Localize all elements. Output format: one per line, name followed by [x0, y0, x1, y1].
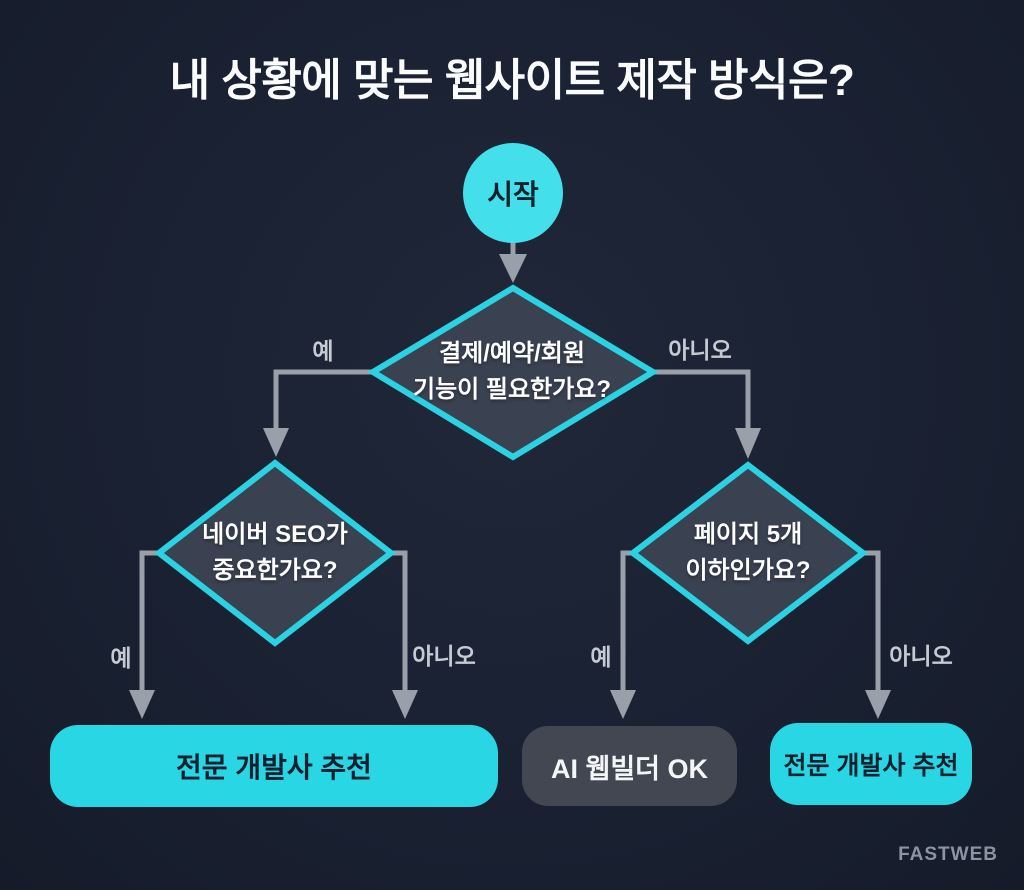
result-ai-webbuilder: AI 웹빌더 OK — [522, 726, 737, 806]
arrow-decision2-no — [391, 550, 418, 719]
brand-watermark: FASTWEB — [898, 844, 998, 865]
arrowhead-icon — [610, 690, 636, 719]
result-label: 전문 개발사 추천 — [176, 752, 372, 783]
arrow-line — [653, 369, 751, 430]
arrowhead-icon — [263, 428, 289, 457]
result-professional-developer-right: 전문 개발사 추천 — [770, 723, 972, 805]
start-label: 시작 — [487, 179, 539, 210]
decision-3-no-label: 아니오 — [889, 643, 953, 669]
decision-3-yes-label: 예 — [590, 644, 612, 670]
arrow-decision2-yes — [129, 550, 159, 719]
decision-1-question: 결제/예약/회원 기능이 필요한가요? — [413, 340, 611, 403]
arrow-start-to-decision1 — [499, 236, 527, 283]
decision-1-yes-label: 예 — [312, 338, 334, 364]
arrowhead-icon — [392, 690, 418, 719]
result-label: 전문 개발사 추천 — [783, 752, 959, 780]
decision-2-question: 네이버 SEO가 중요한가요? — [202, 521, 348, 584]
start-node: 시작 — [463, 143, 563, 243]
arrow-decision1-no — [653, 369, 761, 459]
arrow-line — [863, 550, 881, 692]
decision-2-yes-label: 예 — [110, 645, 132, 671]
decision-3-question: 페이지 5개 이하인가요? — [685, 521, 811, 584]
arrowhead-icon — [499, 254, 527, 283]
decision-2-diamond — [154, 459, 396, 647]
arrow-decision1-yes — [263, 369, 373, 457]
arrow-line — [273, 369, 373, 430]
decision-3-diamond — [628, 461, 868, 645]
arrowhead-icon — [865, 690, 891, 719]
decision-2-no-label: 아니오 — [412, 643, 476, 669]
arrow-line — [620, 550, 633, 692]
result-label: AI 웹빌더 OK — [550, 753, 709, 784]
arrowhead-icon — [129, 690, 155, 719]
arrow-line — [391, 550, 408, 692]
result-professional-developer-left: 전문 개발사 추천 — [50, 725, 498, 807]
decision-1-no-label: 아니오 — [668, 337, 732, 363]
arrowhead-icon — [735, 428, 761, 459]
arrow-decision3-no — [863, 550, 891, 719]
arrow-line — [139, 550, 159, 692]
decision-1-diamond — [367, 284, 659, 461]
arrow-decision3-yes — [610, 550, 636, 719]
page-title: 내 상황에 맞는 웹사이트 제작 방식은? — [169, 56, 855, 105]
